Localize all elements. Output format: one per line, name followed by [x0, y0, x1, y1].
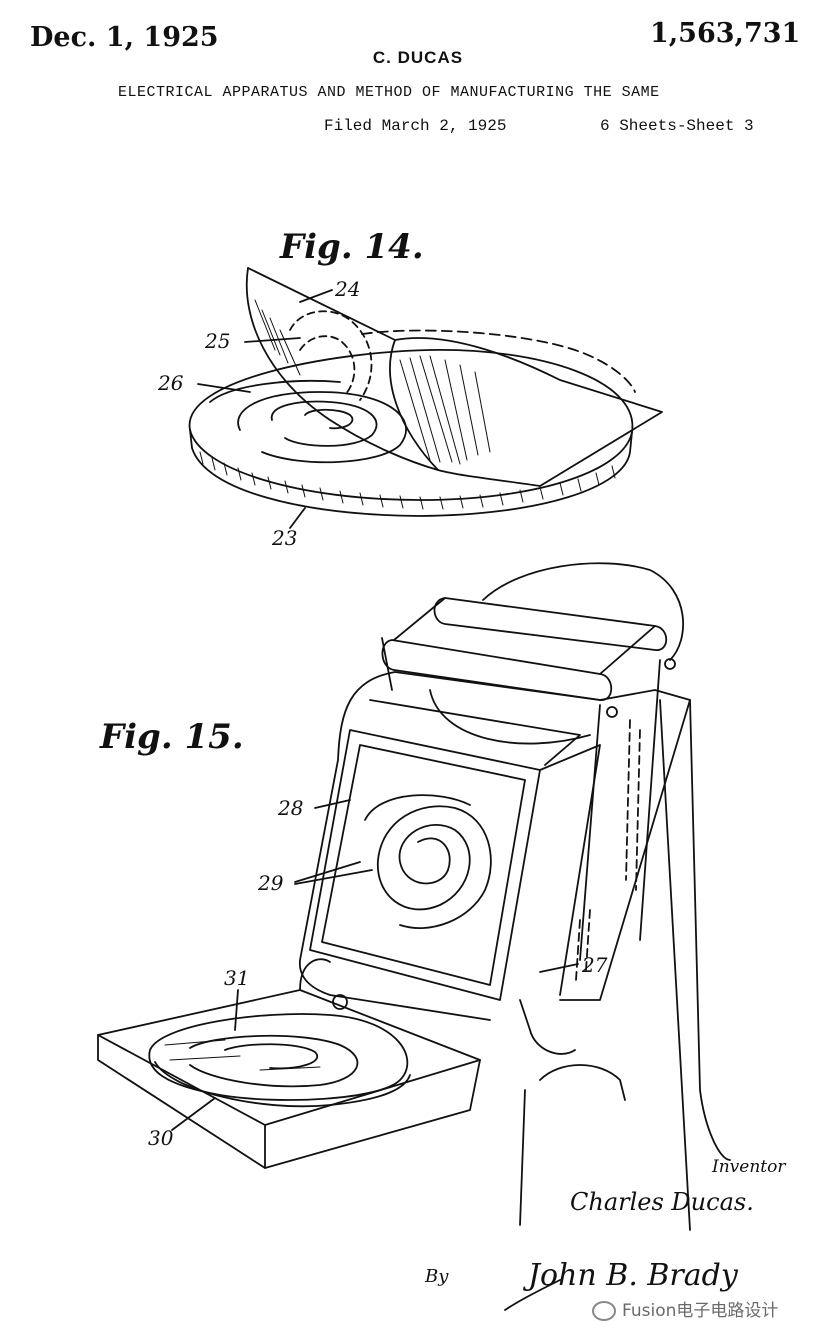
watermark-text: Fusion电子电路设计: [622, 1301, 779, 1321]
ref-31: 31: [224, 966, 249, 990]
wechat-icon: [592, 1301, 616, 1321]
by-label: By: [424, 1266, 449, 1287]
inventor-header: C. DUCAS: [372, 48, 464, 67]
signature-flourish: [504, 1279, 561, 1311]
fig14-coil: [209, 380, 407, 464]
figure-14: Fig. 14.: [157, 227, 663, 550]
filing-date: Filed March 2, 1925: [324, 117, 507, 135]
sheet-hatching: [254, 299, 491, 465]
ref-23: 23: [271, 526, 297, 550]
ref-29: 29: [257, 871, 284, 895]
plate-hatching: [164, 1039, 321, 1071]
inventor-caption: Inventor: [711, 1157, 786, 1177]
ref-27: 27: [581, 953, 608, 977]
watermark: Fusion电子电路设计: [592, 1296, 778, 1321]
ref-30: 30: [148, 1126, 174, 1150]
sheet-number: 6 Sheets-Sheet 3: [600, 117, 754, 135]
ref-24: 24: [334, 277, 360, 301]
front-spiral: [364, 794, 492, 929]
inventor-signature: Charles Ducas.: [570, 1188, 754, 1216]
base-plate: [97, 958, 481, 1169]
roller: [381, 597, 676, 718]
fig14-disc: [188, 349, 634, 517]
housing: [299, 671, 731, 1231]
ref-25: 25: [204, 329, 230, 353]
back-disc: [482, 562, 685, 661]
patent-title: ELECTRICAL APPARATUS AND METHOD OF MANUF…: [118, 84, 660, 101]
fig14-sheet: [245, 267, 663, 487]
ref-26: 26: [157, 371, 184, 395]
fig-14-label: Fig. 14.: [279, 227, 424, 267]
patent-date: Dec. 1, 1925: [30, 22, 219, 53]
disc-edge-knurling: [199, 451, 616, 510]
patent-number: 1,563,731: [650, 18, 801, 49]
fig-15-label: Fig. 15.: [99, 717, 244, 757]
figure-15: Fig. 15.: [97, 562, 731, 1231]
attorney-signature: John B. Brady: [522, 1258, 739, 1293]
ref-28: 28: [277, 796, 303, 820]
